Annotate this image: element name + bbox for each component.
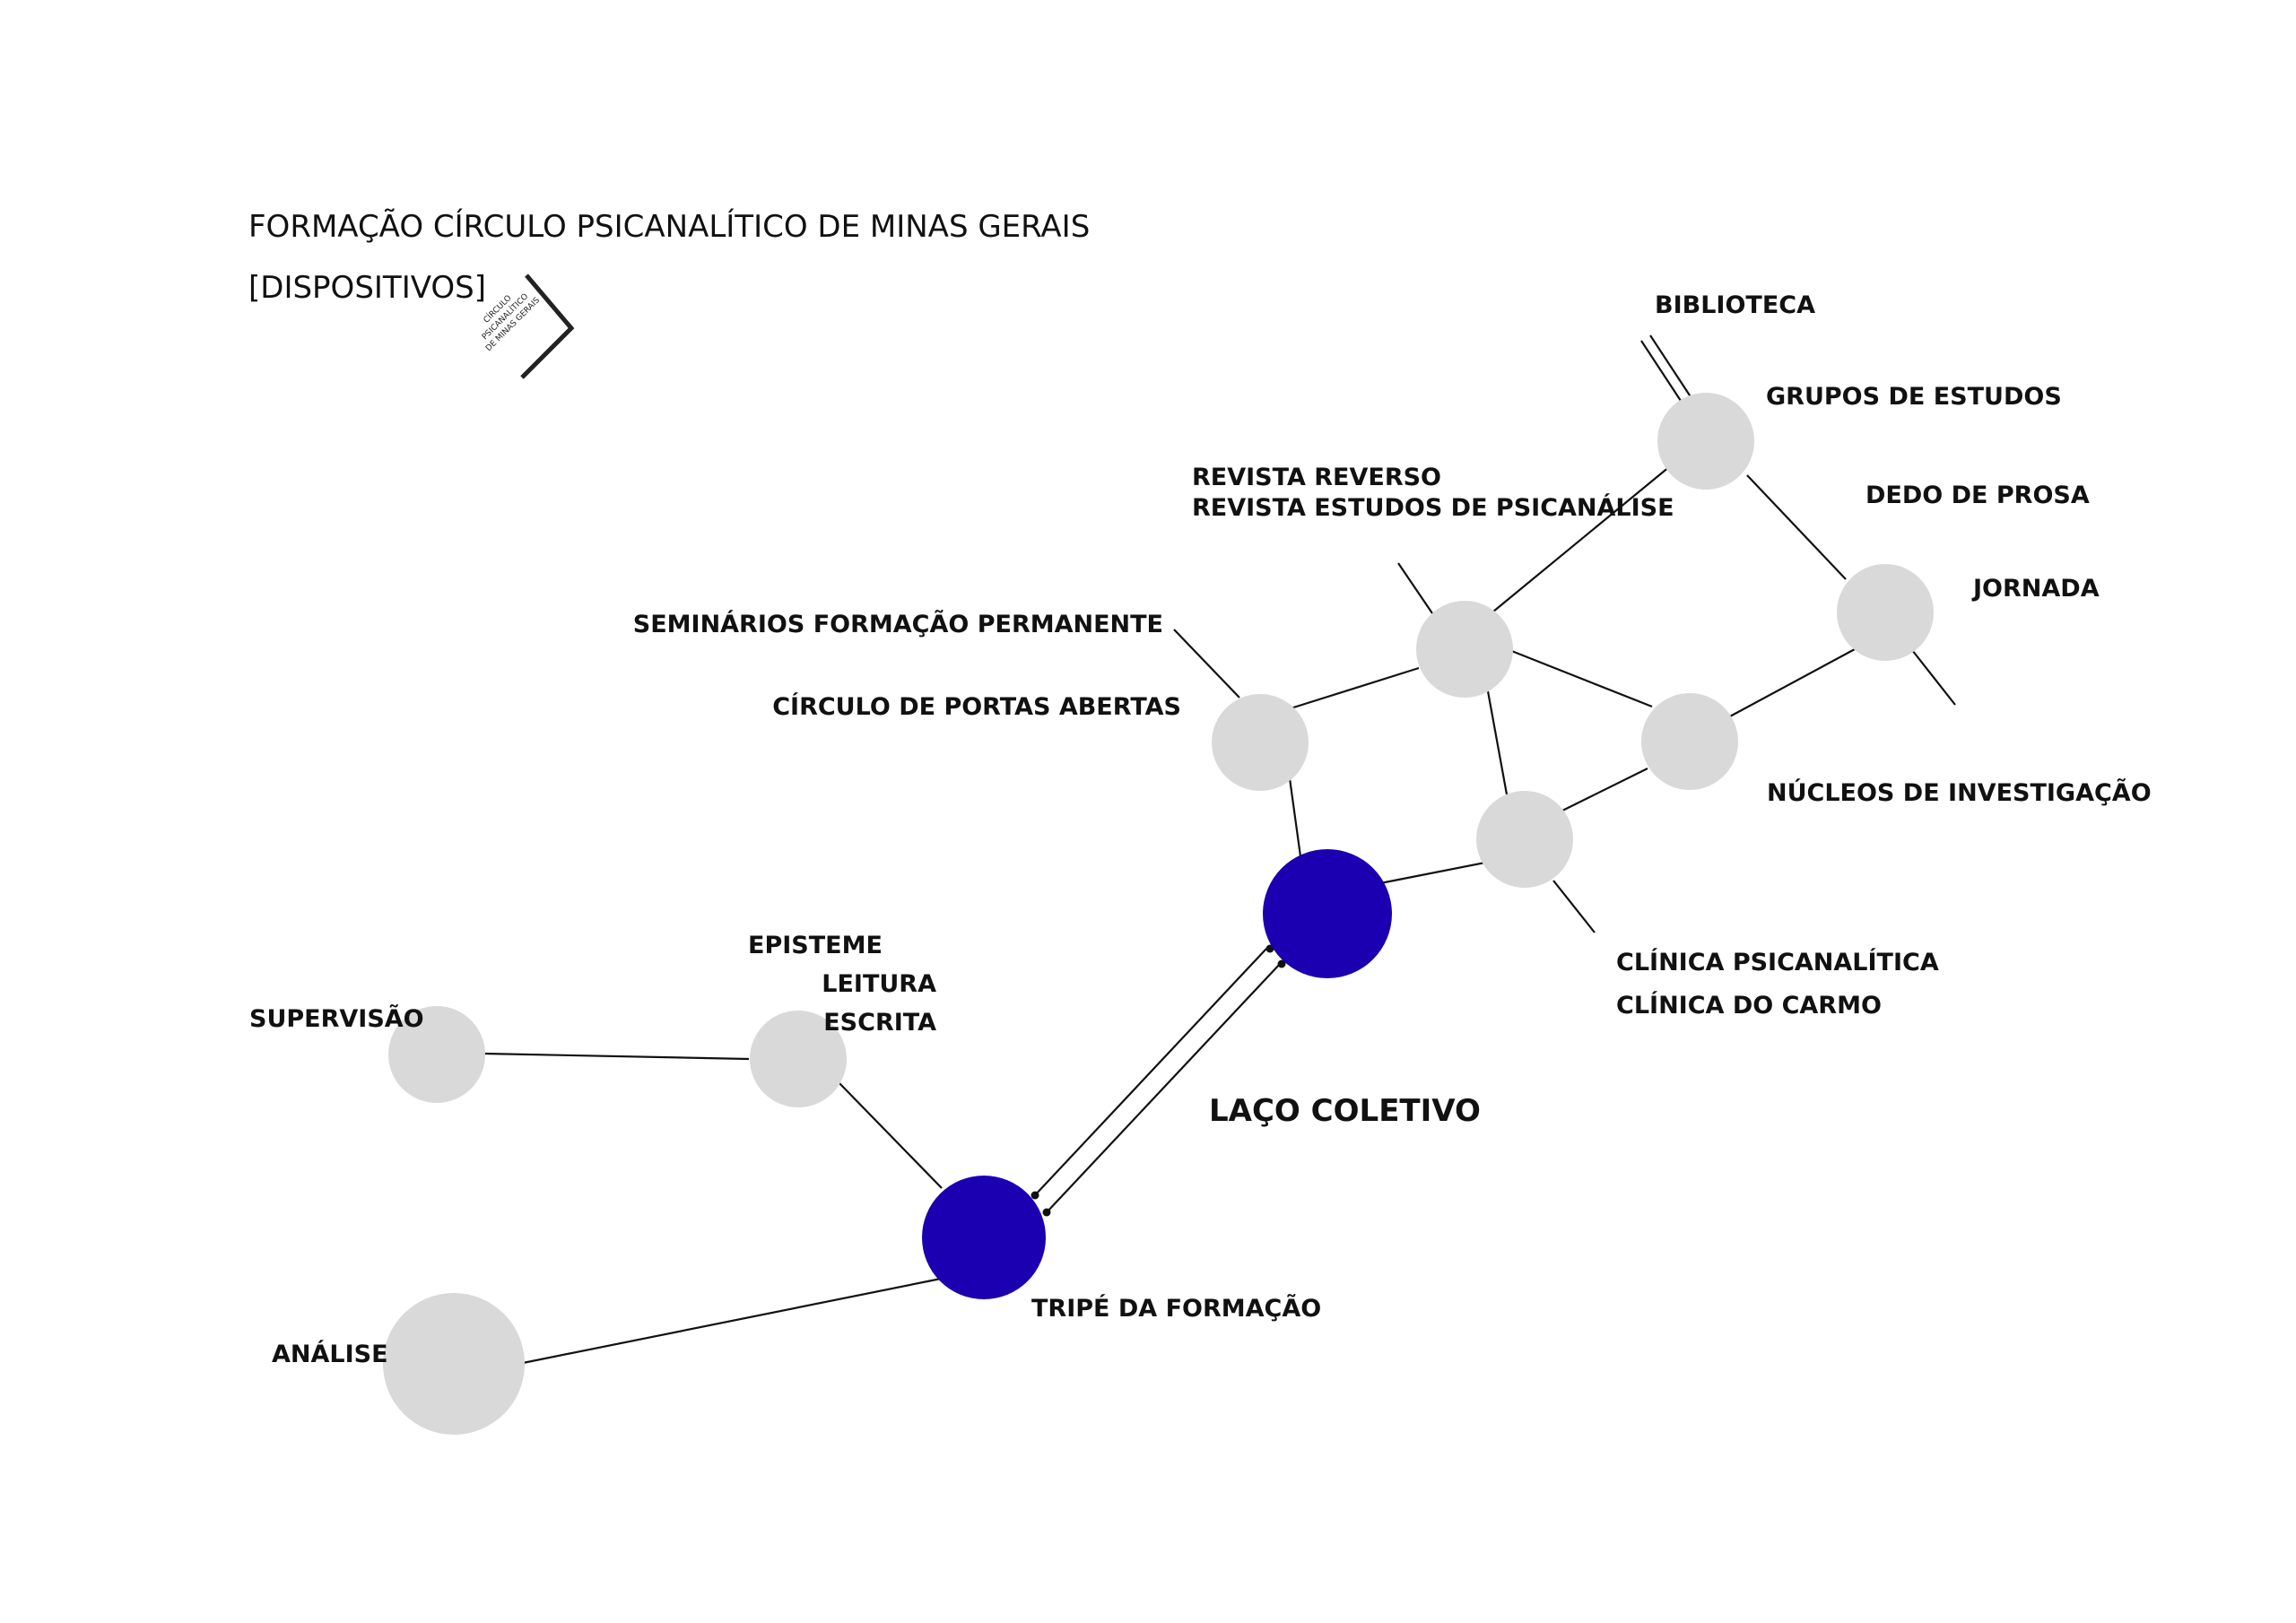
node-supervisao xyxy=(388,1006,485,1103)
edge-laco-portas xyxy=(1288,777,1302,857)
nodes xyxy=(383,393,1934,1435)
node-analise xyxy=(383,1293,525,1435)
edge-revista-grupos xyxy=(1492,465,1671,612)
edge-supervisao-episteme xyxy=(483,1052,750,1061)
node-episteme xyxy=(750,1011,847,1107)
label-tripe-formacao: TRIPÉ DA FORMAÇÃO xyxy=(1031,1294,1321,1323)
labels: BIBLIOTECA GRUPOS DE ESTUDOS DEDO DE PRO… xyxy=(249,291,2152,1368)
edge-grupos-biblioteca-1 xyxy=(1640,340,1683,404)
edge-jornada-tick xyxy=(1911,649,1956,706)
edge-episteme-tripe xyxy=(837,1081,943,1189)
label-jornada: JORNADA xyxy=(1971,575,2100,603)
label-episteme: EPISTEME xyxy=(748,932,883,959)
node-grupos-estudos xyxy=(1657,393,1754,490)
edge-analise-tripe xyxy=(522,1277,942,1365)
node-jornada xyxy=(1837,564,1934,661)
label-dedo-prosa: DEDO DE PROSA xyxy=(1866,482,2090,509)
edge-revista-clinica xyxy=(1484,681,1509,795)
node-laco-coletivo xyxy=(1263,849,1392,978)
logo-bracket xyxy=(520,273,575,379)
label-grupos-estudos: GRUPOS DE ESTUDOS xyxy=(1766,383,2062,411)
node-clinica xyxy=(1476,791,1573,888)
edge-grupos-jornada xyxy=(1746,474,1847,580)
node-revistas xyxy=(1416,601,1513,698)
edge-portas-revista xyxy=(1290,666,1420,710)
connections xyxy=(483,334,1956,1365)
label-analise: ANÁLISE xyxy=(272,1340,388,1368)
edge-clinica-nucleos xyxy=(1558,768,1648,813)
edge-tripe-laco-1 xyxy=(1032,948,1267,1198)
edge-clinica-tick xyxy=(1552,880,1596,933)
diagram-subtitle: [DISPOSITIVOS] xyxy=(248,270,486,306)
edge-tripe-laco-2 xyxy=(1046,963,1281,1213)
node-nucleos xyxy=(1641,693,1738,790)
edge-grupos-biblioteca-2 xyxy=(1649,334,1692,399)
edge-laco-clinica xyxy=(1379,861,1486,885)
edge-revista-tick xyxy=(1397,562,1433,614)
label-escrita: ESCRITA xyxy=(823,1009,936,1037)
label-revista-reverso: REVISTA REVERSO xyxy=(1192,464,1441,491)
node-portas-abertas xyxy=(1212,694,1309,791)
edge-portas-seminarios xyxy=(1173,629,1240,699)
label-biblioteca: BIBLIOTECA xyxy=(1655,291,1815,319)
label-laco-coletivo: LAÇO COLETIVO xyxy=(1209,1093,1481,1129)
label-circulo-portas: CÍRCULO DE PORTAS ABERTAS xyxy=(772,692,1181,721)
label-supervisao: SUPERVISÃO xyxy=(249,1004,424,1033)
edge-nucleos-jornada xyxy=(1727,648,1856,718)
connector-dot xyxy=(1042,1208,1051,1217)
label-clinica-carmo: CLÍNICA DO CARMO xyxy=(1616,991,1882,1020)
label-revista-estudos: REVISTA ESTUDOS DE PSICANÁLISE xyxy=(1192,493,1674,522)
node-tripe-formacao xyxy=(922,1176,1046,1299)
edge-revista-nucleos xyxy=(1509,648,1653,708)
diagram-title: FORMAÇÃO CÍRCULO PSICANALÍTICO DE MINAS … xyxy=(248,208,1090,245)
label-clinica-psicanalitica: CLÍNICA PSICANALÍTICA xyxy=(1616,948,1939,976)
label-leitura: LEITURA xyxy=(822,970,936,998)
label-seminarios: SEMINÁRIOS FORMAÇÃO PERMANENTE xyxy=(633,610,1163,638)
connector-dot xyxy=(1277,959,1286,968)
connector-dot xyxy=(1031,1191,1039,1200)
label-nucleos: NÚCLEOS DE INVESTIGAÇÃO xyxy=(1767,778,2152,807)
